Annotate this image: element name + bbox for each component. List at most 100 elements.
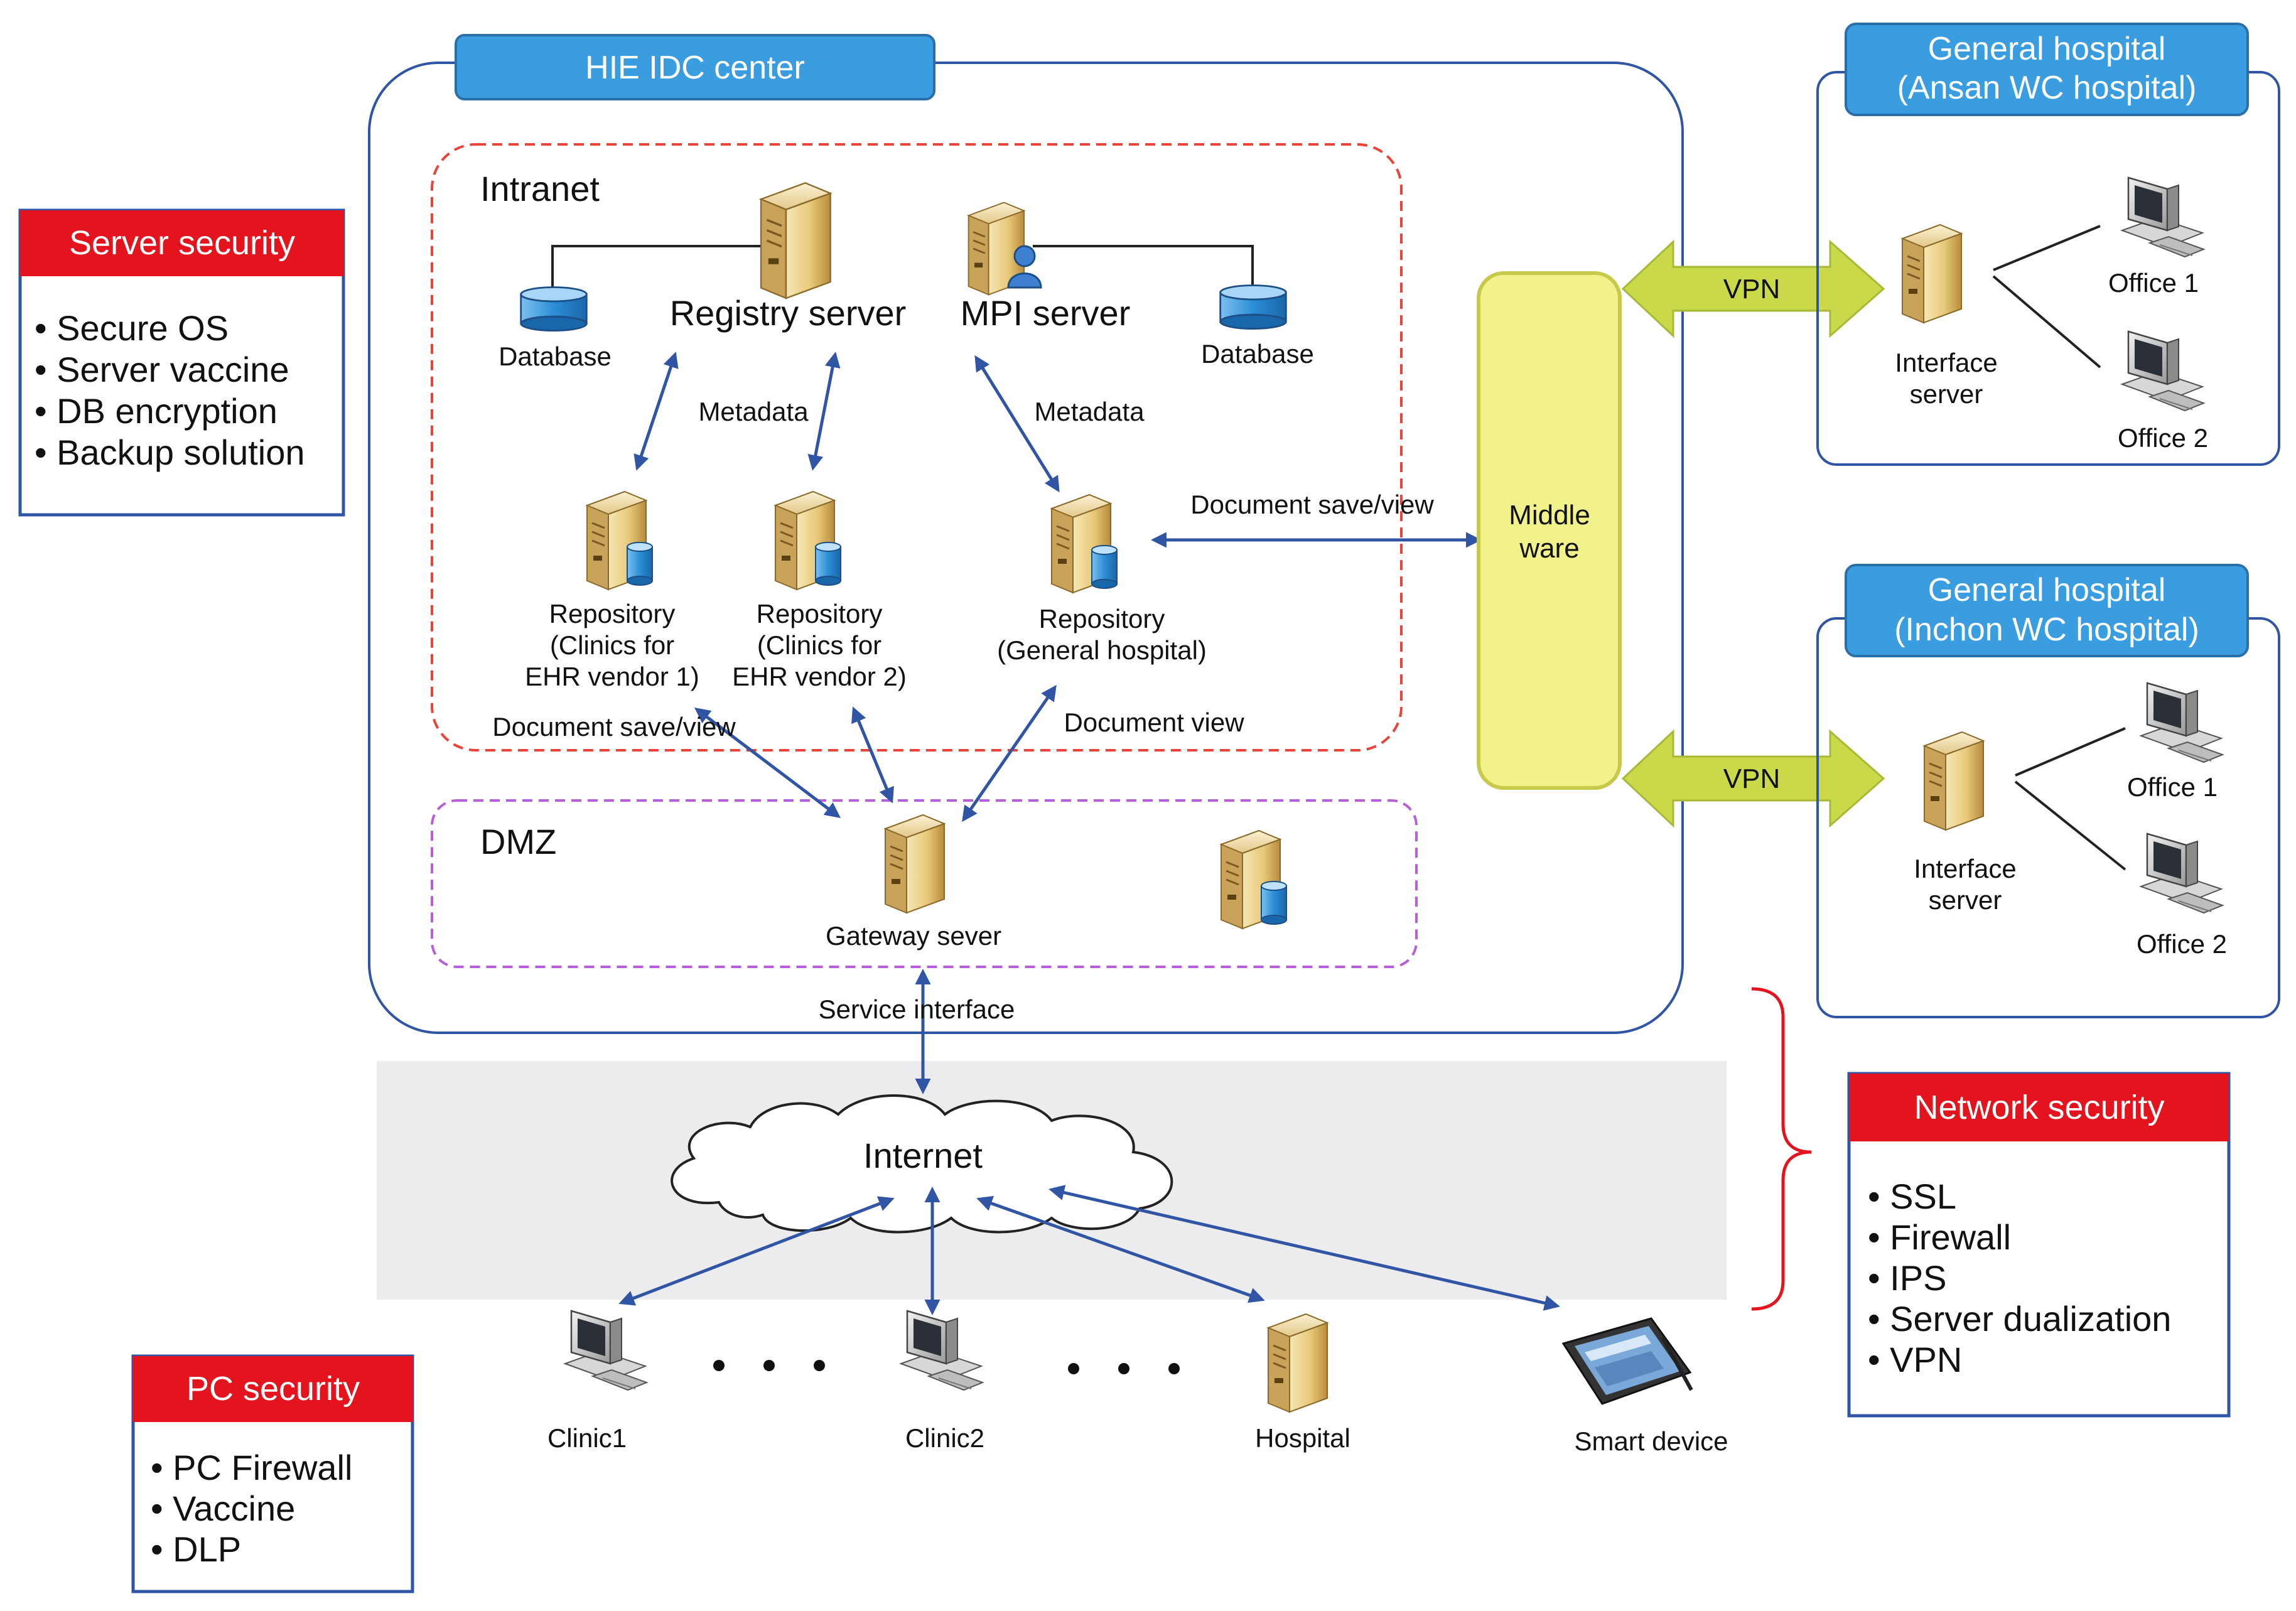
inchon-interface-line2: server [1929,885,2002,915]
clinic2-label: Clinic2 [905,1423,984,1453]
hospital-ansan-panel: General hospital (Ansan WC hospital) Int… [1816,23,2280,466]
doc-save-view-right-label: Document save/view [1190,490,1434,519]
hospital-inchon-panel: General hospital (Inchon WC hospital) In… [1816,564,2280,1018]
network-security-item: • VPN [1868,1340,1962,1379]
pc-security-item: • DLP [151,1529,241,1569]
database-icon [1219,284,1287,330]
ansan-office2-label: Office 2 [2118,423,2208,453]
repo2-gateway-arrow [851,706,894,804]
inchon-office1-label: Office 1 [2127,772,2218,802]
gateway-label: Gateway sever [826,921,1001,951]
vpn-top-label: VPN [1723,274,1780,304]
user-icon [1007,245,1042,289]
repo1-gateway-arrow [694,707,841,819]
metadata-label-2: Metadata [1034,397,1145,426]
registry-server-label: Registry server [670,293,907,333]
network-security-item: • Firewall [1868,1217,2011,1257]
server-security-title: Server security [69,224,295,262]
hospital-server-icon [1267,1313,1329,1413]
internet-smart-device-arrow [1048,1185,1560,1311]
hospital-label: Hospital [1255,1423,1350,1453]
middleware-block: Middle ware [1477,271,1622,790]
intranet-label: Intranet [480,169,600,208]
database-right-label: Database [1201,339,1314,369]
repo1-line1: Repository [549,599,676,628]
pc-security-title: PC security [186,1370,360,1408]
clinic2-pc-icon [900,1310,984,1391]
doc-save-view-left-label: Document save/view [492,712,736,741]
network-security-item: • IPS [1868,1258,1946,1298]
network-security-box: Network security • SSL • Firewall • IPS … [1847,1072,2231,1418]
gateway-server-icon [884,814,946,914]
repository-vendor1-icon [587,492,652,590]
vpn-bottom-label: VPN [1723,763,1780,794]
ansan-office1-label: Office 1 [2108,268,2199,298]
office-pc-icon [2140,682,2224,763]
hospital-ansan-title-line1: General hospital [1928,31,2166,67]
clinic1-pc-icon [564,1310,648,1391]
repository-general-hospital-icon [1052,495,1117,593]
middleware-line1: Middle [1509,500,1590,531]
vpn-arrow-top: VPN [1621,239,1885,338]
repo3-line1: Repository [1039,604,1165,633]
dmz-server-icon [1221,831,1286,929]
network-security-title: Network security [1914,1089,2164,1126]
office-pc-icon [2121,330,2205,412]
hospital-ansan-tab [1845,23,2249,116]
database-icon [520,286,588,332]
metadata-arrow-1 [633,352,679,471]
doc-view-label: Document view [1064,708,1244,737]
server-security-item: • Secure OS [35,308,229,348]
ellipsis-icon [713,1360,825,1371]
repo2-line3: EHR vendor 2) [732,662,907,691]
inchon-office2-label: Office 2 [2137,929,2227,959]
hospital-inchon-title-line1: General hospital [1928,572,2166,608]
network-security-item: • Server dualization [1868,1299,2171,1339]
network-security-item: • SSL [1868,1177,1956,1216]
repo1-line2: (Clinics for [550,630,674,660]
smart-device-tablet-icon [1563,1318,1691,1404]
office-pc-icon [2140,832,2224,914]
repo2-line2: (Clinics for [757,630,881,660]
repo3-gateway-arrow [962,684,1057,822]
hospital-inchon-title-line2: (Inchon WC hospital) [1894,612,2199,648]
hospital-inchon-tab [1845,564,2249,657]
registry-server-icon [760,181,832,299]
pc-security-item: • Vaccine [151,1489,295,1528]
interface-server-icon [1901,224,1963,324]
internet-clinic1-arrow [618,1196,895,1306]
server-security-item: • Server vaccine [35,350,289,389]
repo2-line1: Repository [757,599,883,628]
metadata-label-1: Metadata [698,397,809,426]
server-security-box: Server security • Secure OS • Server vac… [18,208,345,517]
service-interface-label: Service interface [819,994,1015,1024]
mpi-server-label: MPI server [961,293,1131,333]
network-security-bracket [1751,987,1812,1311]
hospital-ansan-title-line2: (Ansan WC hospital) [1897,70,2197,106]
clinic1-label: Clinic1 [547,1423,627,1453]
interface-server-icon [1923,731,1985,831]
smart-device-label: Smart device [1574,1426,1728,1456]
pc-security-box: PC security • PC Firewall • Vaccine • DL… [131,1354,414,1593]
ansan-interface-line1: Interface [1895,348,1997,377]
inchon-interface-line1: Interface [1914,854,2016,883]
ellipsis-icon [1068,1363,1180,1374]
database-left-label: Database [499,342,612,371]
repo1-line3: EHR vendor 1) [525,662,699,691]
dmz-zone: DMZ [431,799,1418,968]
server-security-item: • Backup solution [35,433,305,472]
repository-vendor2-icon [775,492,841,590]
office-pc-icon [2121,176,2205,258]
middleware-line2: ware [1519,533,1579,564]
metadata-arrow-3 [974,355,1060,493]
dmz-label: DMZ [480,822,556,861]
hie-idc-center-title: HIE IDC center [585,50,805,86]
vpn-arrow-bottom: VPN [1621,729,1885,828]
repo3-line2: (General hospital) [997,635,1207,665]
intranet-zone: Intranet [431,143,1403,752]
server-security-item: • DB encryption [35,391,278,431]
hie-idc-center: HIE IDC center [368,34,1684,1034]
hie-idc-center-tab [455,34,935,100]
pc-security-item: • PC Firewall [151,1448,352,1487]
